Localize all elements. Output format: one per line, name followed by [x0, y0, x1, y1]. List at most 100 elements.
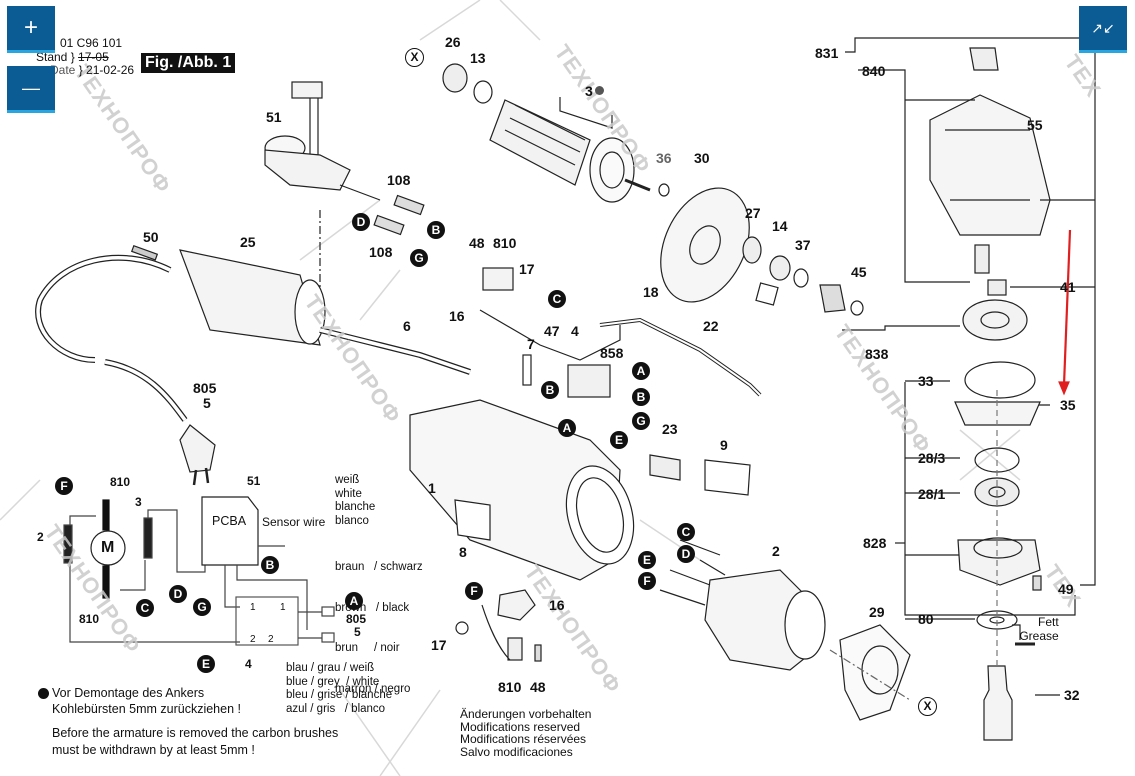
connector-g: G — [410, 249, 428, 267]
part-26[interactable]: 26 — [445, 34, 461, 50]
color-es: azul / gris / blanco — [286, 702, 386, 715]
connector-f: F — [465, 582, 483, 600]
part-48[interactable]: 48 — [530, 679, 546, 695]
color-es: blanco — [335, 514, 369, 527]
part-3[interactable]: 3 — [585, 83, 593, 99]
schematic-4: 4 — [245, 657, 252, 671]
part-831[interactable]: 831 — [815, 45, 839, 61]
part-810[interactable]: 810 — [498, 679, 522, 695]
part-27[interactable]: 27 — [745, 205, 761, 221]
part-45[interactable]: 45 — [851, 264, 867, 280]
part-14[interactable]: 14 — [772, 218, 788, 234]
wire-colors-brown-black: braun / schwarz brown / black brun / noi… — [335, 534, 423, 710]
part-32[interactable]: 32 — [1064, 687, 1080, 703]
armature-warning-de: Vor Demontage des Ankers Kohlebürsten 5m… — [52, 685, 241, 717]
note-line: Vor Demontage des Ankers — [52, 686, 205, 700]
bracket-lines — [842, 37, 1096, 696]
connector-a: A — [632, 362, 650, 380]
part-828[interactable]: 828 — [863, 535, 887, 551]
connector-f: F — [638, 572, 656, 590]
part-36[interactable]: 36 — [656, 150, 672, 166]
stand-old-date: 17-05 — [78, 49, 109, 64]
part-840[interactable]: 840 — [862, 63, 886, 79]
part-838[interactable]: 838 — [865, 346, 889, 362]
part-80[interactable]: 80 — [918, 611, 934, 627]
connector-b: B — [261, 556, 279, 574]
part-51[interactable]: 51 — [266, 109, 282, 125]
note-line: Kohlebürsten 5mm zurückziehen ! — [52, 702, 241, 716]
part-16[interactable]: 16 — [449, 308, 465, 324]
part-9[interactable]: 9 — [720, 437, 728, 453]
sensor-wire-label: Sensor wire — [262, 515, 326, 529]
part-37[interactable]: 37 — [795, 237, 811, 253]
part-25[interactable]: 25 — [240, 234, 256, 250]
figure-label: Fig. /Abb. 1 — [141, 53, 236, 73]
part-28-3[interactable]: 28/3 — [918, 450, 946, 466]
part-810[interactable]: 810 — [493, 235, 517, 251]
fit-view-button[interactable]: ↗↙ — [1079, 6, 1127, 53]
connector-d: D — [169, 585, 187, 603]
modifications-reserved: Änderungen vorbehalten Modifications res… — [460, 708, 591, 758]
fan-drawing — [658, 183, 864, 316]
color-es: marron / negro — [335, 682, 411, 695]
document-header: 01 C96 101 Stand } 17-05 Date } 21-02-26 — [36, 36, 135, 78]
connector-d: D — [677, 545, 695, 563]
part-17[interactable]: 17 — [519, 261, 535, 277]
schematic-810-bottom: 810 — [79, 612, 100, 626]
part-49[interactable]: 49 — [1058, 581, 1074, 597]
part-108[interactable]: 108 — [369, 244, 393, 260]
grease-label-de: Fett — [1038, 615, 1059, 629]
connector-x-top: X — [405, 48, 424, 67]
connector-b: B — [632, 388, 650, 406]
zoom-out-button[interactable]: — — [7, 66, 55, 113]
part-2[interactable]: 2 — [772, 543, 780, 559]
part-858[interactable]: 858 — [600, 345, 624, 361]
part-number: 01 C96 101 — [60, 36, 123, 50]
part-17[interactable]: 17 — [431, 637, 447, 653]
part-55[interactable]: 55 — [1027, 117, 1043, 133]
part-805[interactable]: 805 — [193, 380, 217, 396]
connector-g: G — [193, 598, 211, 616]
switch-terminal-1: 1 — [250, 602, 256, 613]
part-8[interactable]: 8 — [459, 544, 467, 560]
part-47[interactable]: 47 — [544, 323, 560, 339]
date-row: Date } 21-02-26 — [50, 63, 135, 77]
part-4[interactable]: 4 — [571, 323, 579, 339]
part-5[interactable]: 5 — [203, 395, 211, 411]
part-108[interactable]: 108 — [387, 172, 411, 188]
part-50[interactable]: 50 — [143, 229, 159, 245]
part-29[interactable]: 29 — [869, 604, 885, 620]
zoom-in-button[interactable]: + — [7, 6, 55, 53]
part-23[interactable]: 23 — [662, 421, 678, 437]
part-6[interactable]: 6 — [403, 318, 411, 334]
schematic-3: 3 — [135, 495, 142, 509]
stand-row: Stand } 17-05 — [36, 49, 109, 64]
part-1[interactable]: 1 — [428, 480, 436, 496]
part-30[interactable]: 30 — [694, 150, 710, 166]
main-housing-drawing — [409, 267, 762, 581]
color-de: weiß — [335, 474, 360, 486]
note-line: Modifications réservées — [460, 732, 587, 746]
part-48[interactable]: 48 — [469, 235, 485, 251]
part-18[interactable]: 18 — [643, 284, 659, 300]
color-de: blau / grau / weiß — [286, 662, 375, 674]
brush-holder-drawing — [455, 589, 542, 662]
schematic-2: 2 — [37, 530, 44, 544]
note-line: Salvo modificaciones — [460, 744, 573, 759]
connector-x-bottom: X — [918, 697, 937, 716]
part-35[interactable]: 35 — [1060, 397, 1076, 413]
part-28-1[interactable]: 28/1 — [918, 486, 946, 502]
note-line: must be withdrawn by at least 5mm ! — [52, 743, 255, 757]
part-41[interactable]: 41 — [1060, 279, 1076, 295]
schematic-805: 805 — [346, 612, 367, 626]
color-en: brown / black — [335, 601, 410, 614]
part-7[interactable]: 7 — [527, 336, 535, 352]
color-fr: blanche — [335, 501, 376, 513]
part-22[interactable]: 22 — [703, 318, 719, 334]
part-33[interactable]: 33 — [918, 373, 934, 389]
part-13[interactable]: 13 — [470, 50, 486, 66]
schematic-5: 5 — [354, 625, 361, 639]
wiring-schematic — [63, 496, 335, 646]
connector-e: E — [638, 551, 656, 569]
part-16[interactable]: 16 — [549, 597, 565, 613]
